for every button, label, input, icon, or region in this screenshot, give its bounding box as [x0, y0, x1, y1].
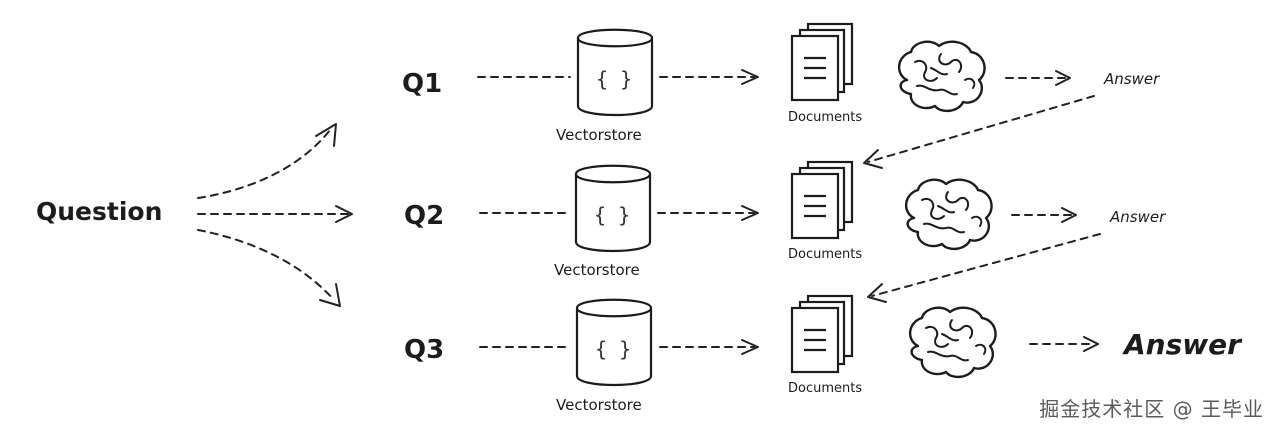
store-to-docs-arrow-2 — [657, 205, 759, 221]
vectorstore-symbol-2: { } — [594, 203, 630, 227]
documents-label-2: Documents — [788, 247, 862, 262]
documents-label-1: Documents — [788, 110, 862, 125]
vectorstore-label-1: Vectorstore — [556, 126, 642, 144]
fanout-arrow-up — [197, 123, 337, 199]
query-label-q1: Q1 — [402, 69, 442, 99]
fanout-arrow-down — [197, 229, 341, 307]
vectorstore-label-2: Vectorstore — [554, 261, 640, 279]
fanout-arrow-middle — [197, 205, 353, 223]
query-label-q3: Q3 — [404, 335, 444, 365]
brain-to-answer-arrow-1 — [1005, 70, 1071, 86]
row-2: Q2 { } Vectorstore Documents Answer — [404, 160, 1166, 279]
store-to-docs-arrow-3 — [659, 339, 759, 355]
vectorstore-symbol-1: { } — [596, 67, 632, 91]
documents-icon-1 — [790, 22, 854, 102]
row-3: Q3 { } Vectorstore Documents Answer — [404, 294, 1243, 414]
vectorstore-cylinder-2: { } — [574, 164, 652, 253]
documents-label-3: Documents — [788, 381, 862, 396]
answer-label-2: Answer — [1109, 208, 1166, 226]
question-label: Question — [36, 197, 162, 226]
store-to-docs-arrow-1 — [659, 69, 759, 85]
answer-label-1: Answer — [1103, 70, 1160, 88]
vectorstore-label-3: Vectorstore — [556, 396, 642, 414]
row-1: Q1 { } Vectorstore Documents Answer — [402, 22, 1160, 144]
documents-icon-3 — [790, 294, 854, 374]
vectorstore-cylinder-1: { } — [576, 28, 654, 117]
query-label-q2: Q2 — [404, 201, 444, 231]
vectorstore-symbol-3: { } — [595, 337, 631, 361]
documents-icon-2 — [790, 160, 854, 240]
feedback-arrow-1 — [863, 95, 1095, 169]
feedback-arrow-2 — [867, 233, 1101, 303]
brain-icon-3 — [908, 306, 997, 379]
vectorstore-cylinder-3: { } — [575, 298, 653, 387]
brain-icon-2 — [904, 178, 993, 251]
answer-label-final: Answer — [1122, 328, 1243, 361]
watermark-text: 掘金技术社区 @ 王毕业 — [1039, 397, 1264, 421]
brain-to-answer-arrow-3 — [1029, 336, 1099, 352]
brain-icon-1 — [897, 40, 986, 113]
brain-to-answer-arrow-2 — [1011, 207, 1077, 223]
